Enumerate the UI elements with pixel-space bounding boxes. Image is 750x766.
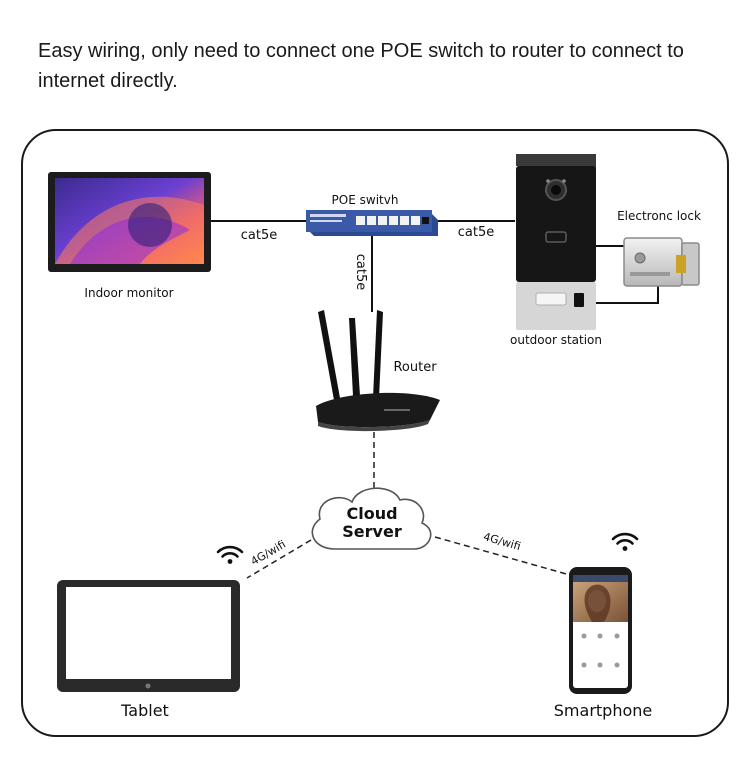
cloud-server-shape	[311, 487, 432, 550]
router-label: Router	[393, 360, 437, 375]
link-cloud-smartphone	[434, 536, 571, 576]
poe-switch-label: POE switvh	[332, 193, 399, 207]
router-device	[316, 310, 440, 432]
cable-down-label: cat5e	[353, 254, 368, 290]
poe-switch-device	[306, 210, 438, 236]
cable-right-label: cat5e	[458, 225, 494, 240]
wifi-icon	[216, 545, 244, 564]
electronic-lock-label: Electronc lock	[617, 209, 701, 223]
cloud-label-line2: Server	[342, 522, 402, 541]
tablet-device	[57, 580, 240, 692]
cable-left-label: cat5e	[241, 228, 277, 243]
link-left-label: 4G/wifi	[248, 538, 288, 568]
headline: Easy wiring, only need to connect one PO…	[38, 40, 684, 92]
smartphone-label: Smartphone	[554, 701, 652, 720]
outdoor-station-label: outdoor station	[510, 333, 602, 347]
cloud-label-line1: Cloud	[346, 504, 397, 523]
electronic-lock-device	[623, 237, 700, 287]
tablet-label: Tablet	[120, 701, 169, 720]
indoor-monitor-device	[48, 172, 211, 272]
link-cloud-tablet	[246, 539, 312, 579]
link-right-label: 4G/wifi	[482, 530, 522, 553]
indoor-monitor-label: Indoor monitor	[84, 286, 173, 300]
wifi-icon	[611, 532, 639, 551]
diagram-frame	[21, 129, 729, 737]
outdoor-station-device	[516, 154, 596, 330]
smartphone-device	[569, 567, 632, 694]
